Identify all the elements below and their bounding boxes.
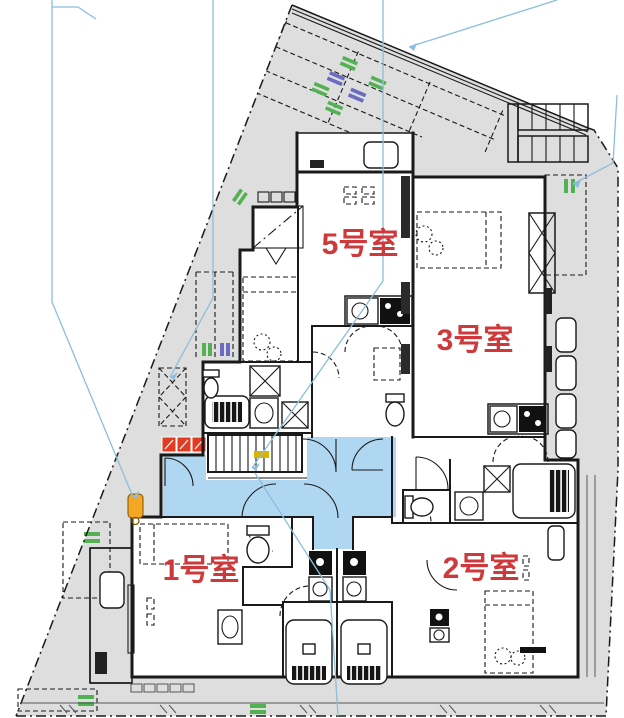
step-squares: [130, 683, 195, 693]
table-outline: [146, 186, 530, 666]
planting-marks-parking: [311, 55, 387, 116]
corridor-floor: [163, 437, 396, 549]
entrance-tiles: [161, 436, 207, 453]
leader-lines: [51, 0, 618, 717]
site-boundary: [15, 4, 619, 717]
planting-marks-west: [202, 343, 230, 356]
bike-rack: [507, 103, 589, 163]
room-1-label: 1号室: [163, 553, 240, 587]
bathtub-icon: [204, 395, 576, 685]
bed-outline: [139, 211, 534, 674]
planting-mark-upper-left: [232, 188, 248, 206]
side-parking-spaces: [17, 188, 266, 714]
parking-stalls: [108, 5, 506, 360]
room-2-label: 2号室: [443, 551, 520, 585]
road-edge-lines: [291, 4, 589, 136]
kitchen-sink-icon: [308, 297, 518, 643]
ac-unit-icon: [95, 160, 577, 674]
room-labels: 5号室 3号室 1号室 2号室: [163, 227, 520, 587]
entrance-canopy: [252, 191, 304, 266]
bicycle-parking-area: [158, 367, 187, 427]
washing-machine-icon: [99, 141, 565, 609]
room-3-label: 3号室: [437, 323, 514, 357]
building-walls: [89, 131, 580, 684]
washer-pan-icon: [249, 365, 511, 493]
washbasin-icon: [217, 397, 484, 645]
gas-cylinder-icon: [127, 493, 144, 526]
room-5-label: 5号室: [322, 227, 399, 261]
kitchen-stove-icon: [309, 298, 546, 626]
leader-arrowheads: [133, 43, 581, 499]
shelf-icon: [127, 176, 546, 654]
toilet-icon: [202, 369, 434, 564]
